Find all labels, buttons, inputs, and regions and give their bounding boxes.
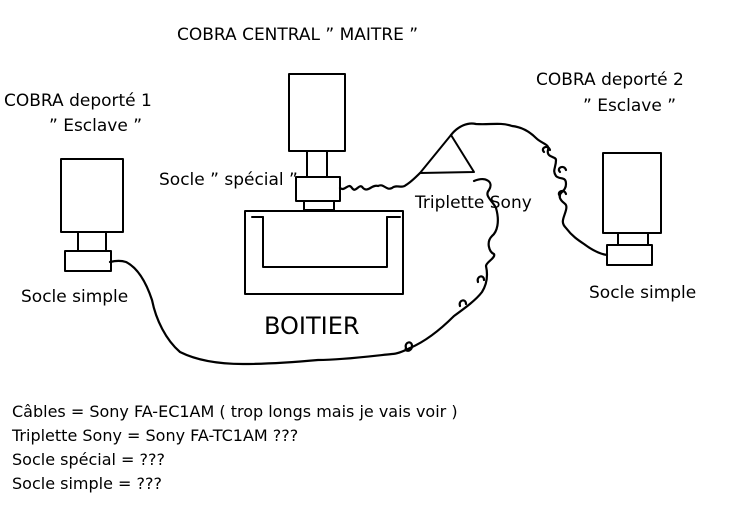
note-socle-simple: Socle simple = ??? <box>12 474 162 493</box>
socle-special-label: Socle ” spécial ” <box>159 170 298 190</box>
note-cables: Câbles = Sony FA-EC1AM ( trop longs mais… <box>12 402 458 421</box>
notes-list: Câbles = Sony FA-EC1AM ( trop longs mais… <box>12 400 458 496</box>
remote1-subtitle: ” Esclave ” <box>49 116 143 136</box>
cable-triplette-remote2 <box>449 122 609 257</box>
remote2-title: COBRA deporté 2 <box>536 70 684 90</box>
remote-flash-2 <box>602 152 662 266</box>
triplette-connector <box>419 134 475 174</box>
remote1-title: COBRA deporté 1 <box>4 91 152 111</box>
note-triplette: Triplette Sony = Sony FA-TC1AM ??? <box>12 426 299 445</box>
note-socle-special: Socle spécial = ??? <box>12 450 165 469</box>
boitier-body <box>244 210 404 295</box>
remote-flash-1 <box>60 158 124 272</box>
remote2-subtitle: ” Esclave ” <box>583 96 677 116</box>
central-flash-title: COBRA CENTRAL ” MAITRE ” <box>177 25 419 45</box>
boitier-label: BOITIER <box>264 312 360 340</box>
socle-simple-right-label: Socle simple <box>589 283 697 303</box>
socle-simple-left-label: Socle simple <box>21 287 129 307</box>
cable-triplette-remote1 <box>108 178 499 366</box>
cable-central-triplette <box>338 171 422 191</box>
triplette-label: Triplette Sony <box>415 193 532 213</box>
cable-coil-bottom <box>404 275 486 352</box>
cable-coil-right <box>541 145 568 198</box>
